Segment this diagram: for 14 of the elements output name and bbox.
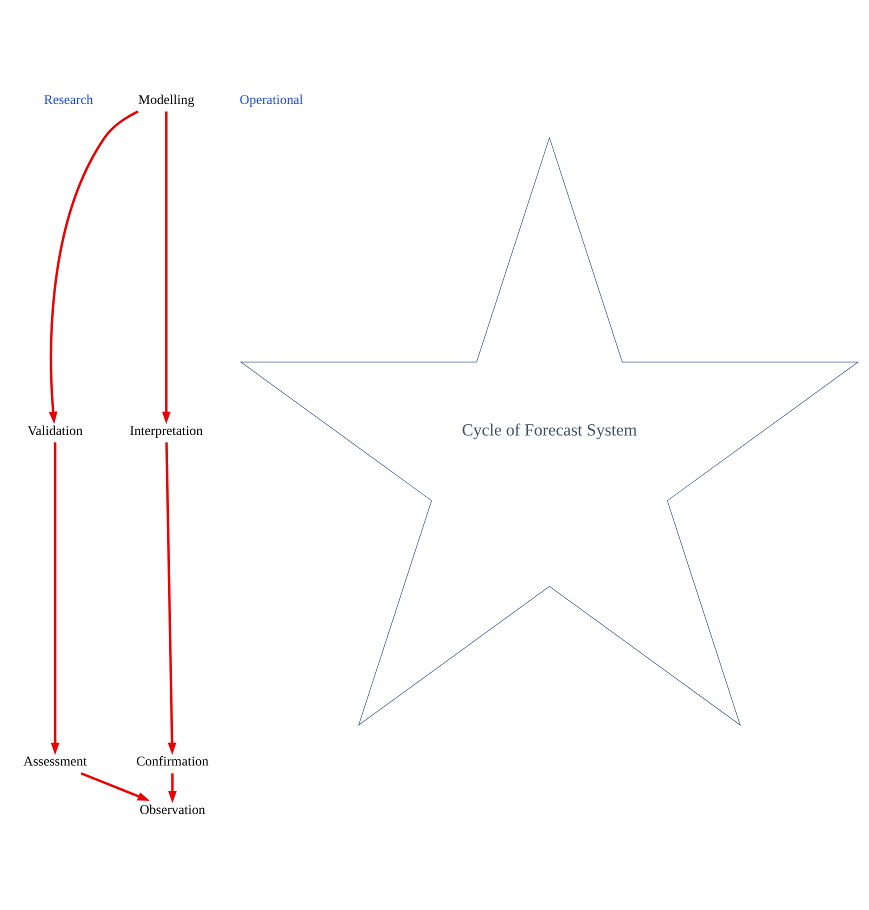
arrow (80, 772, 150, 800)
node-text: Observation (140, 801, 206, 816)
node-text: Assessment (23, 753, 87, 768)
arrow (162, 110, 171, 424)
label: Operational (240, 91, 304, 106)
arrow (50, 442, 60, 754)
arrow (168, 772, 177, 803)
node-text: Interpretation (130, 422, 203, 438)
arrow (48, 110, 139, 424)
node-text: Validation (27, 422, 83, 438)
arrow (165, 442, 176, 754)
node-text: Confirmation (136, 753, 209, 768)
node-text: Modelling (138, 91, 194, 106)
label: Research (44, 91, 94, 106)
